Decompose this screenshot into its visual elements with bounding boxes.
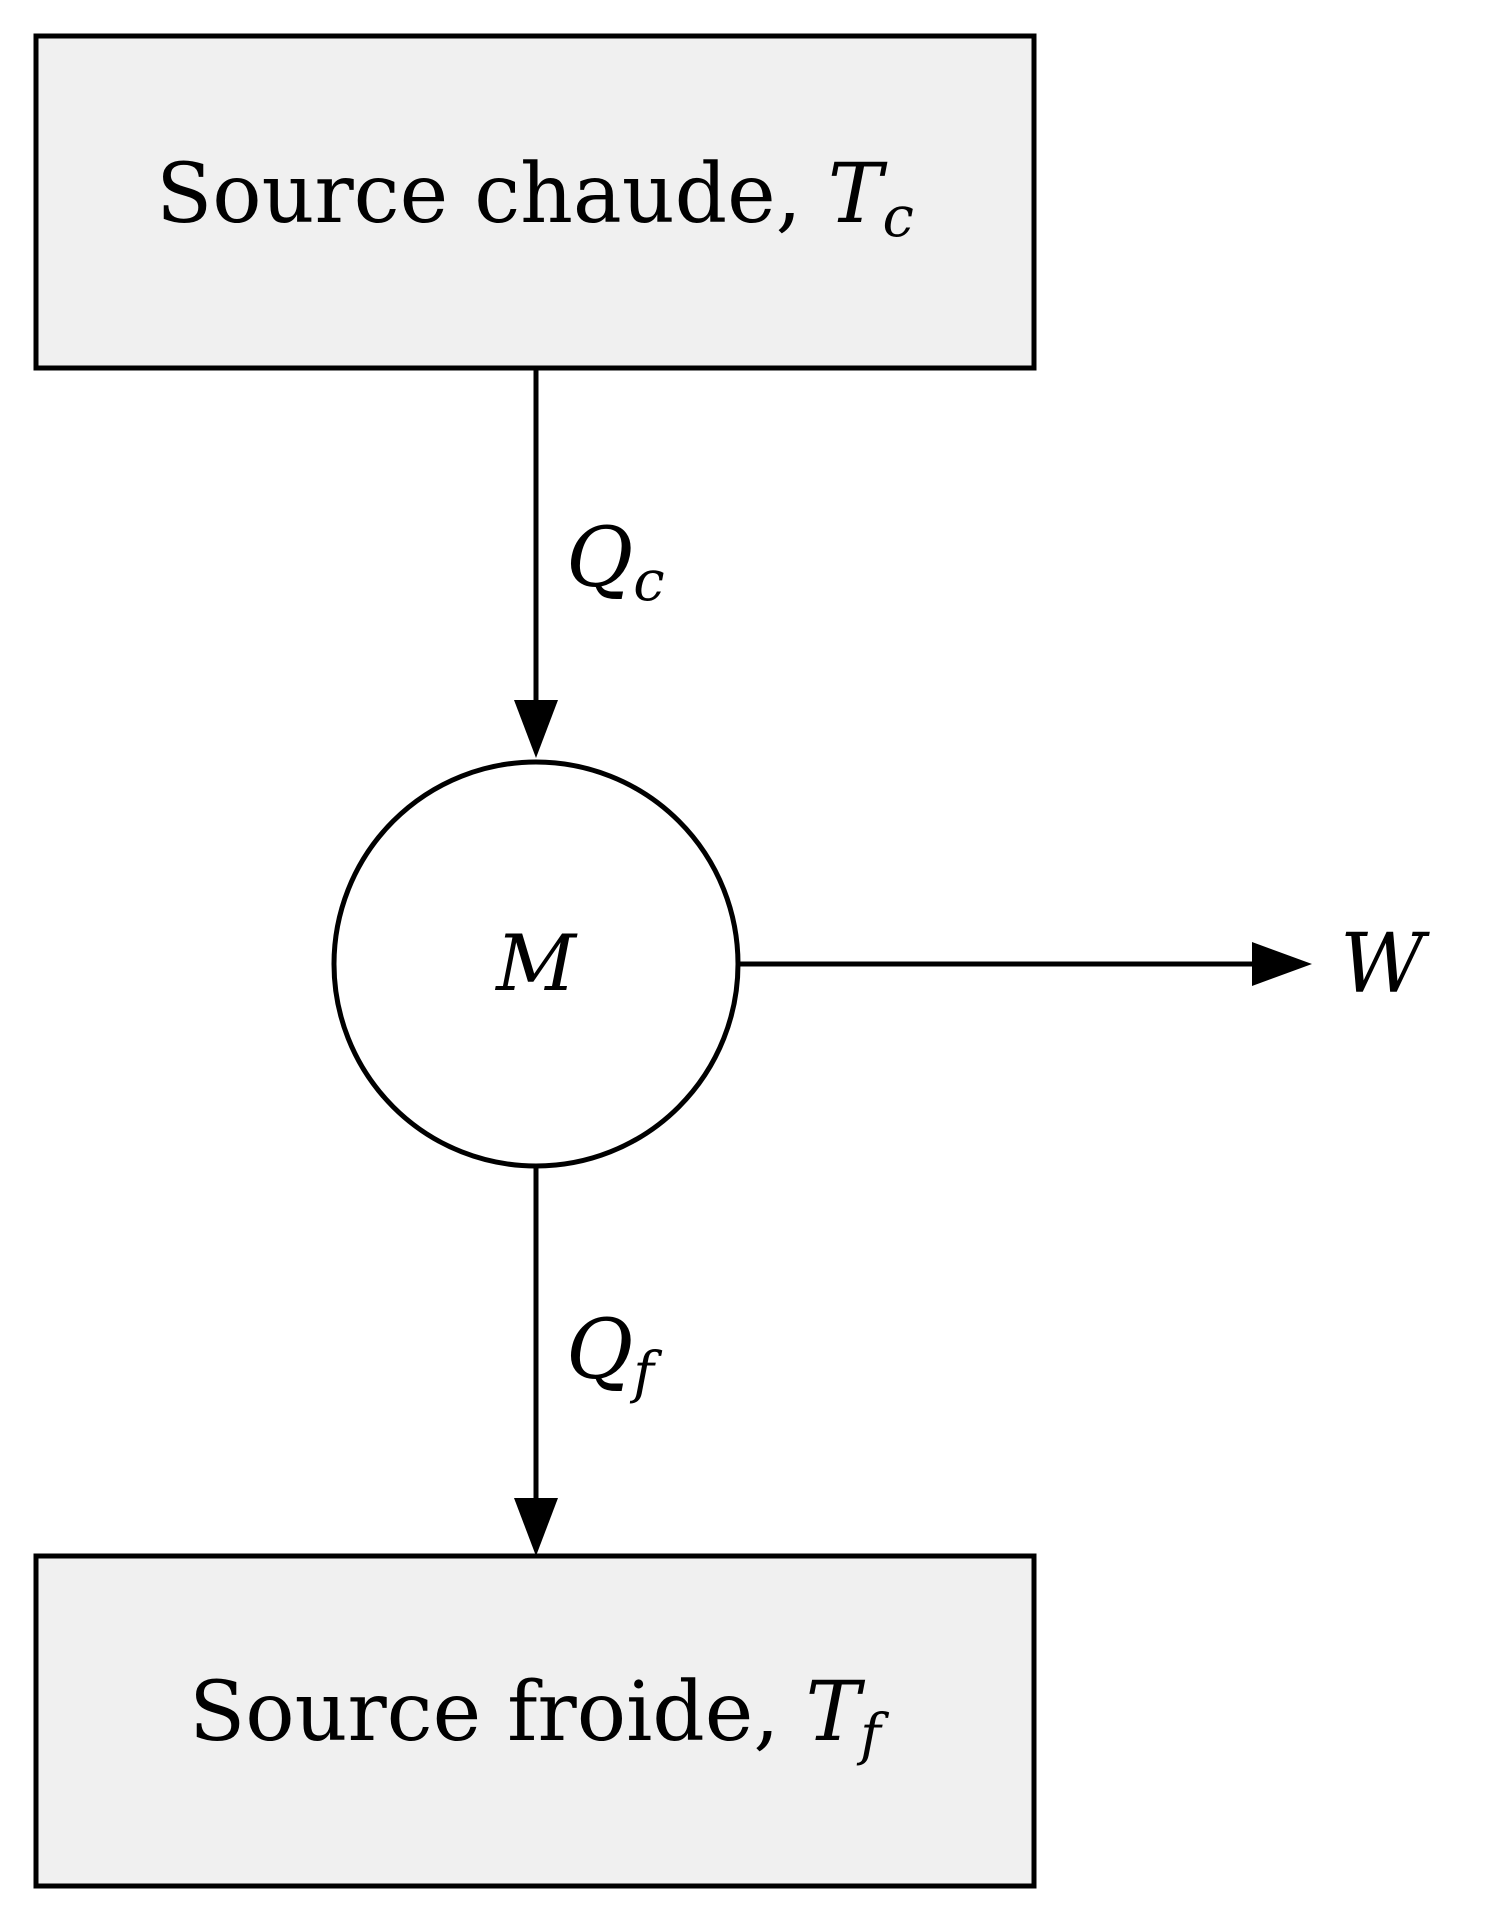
hot-source-subscript: c	[882, 185, 913, 250]
heat-out-subscript: f	[629, 1341, 663, 1406]
heat-in-subscript: c	[633, 549, 664, 614]
heat-in-arrowhead	[514, 700, 558, 758]
work-arrow	[738, 942, 1312, 986]
hot-source-box: Source chaude, Tc	[33, 33, 1037, 371]
heat-in-symbol: Q	[566, 511, 633, 606]
cold-source-rect	[33, 1553, 1037, 1889]
cold-source-text: Source froide,	[189, 1665, 805, 1760]
work-arrowhead	[1252, 942, 1312, 986]
heat-out-arrow	[514, 1166, 558, 1556]
heat-out-symbol: Q	[566, 1303, 633, 1398]
heat-in-label: Qc	[566, 511, 665, 614]
hot-source-symbol: T	[828, 147, 888, 242]
hot-source-rect	[33, 33, 1037, 371]
engine-label: M	[494, 919, 578, 1009]
hot-source-label: Source chaude, Tc	[156, 147, 914, 250]
heat-out-label: Qf	[566, 1303, 663, 1406]
cold-source-box: Source froide, Tf	[33, 1553, 1037, 1889]
heat-in-arrow	[514, 368, 558, 758]
cold-source-symbol: T	[805, 1665, 865, 1760]
heat-out-arrowhead	[514, 1498, 558, 1556]
hot-source-text: Source chaude,	[156, 147, 828, 242]
cold-source-label: Source froide, Tf	[189, 1665, 890, 1768]
work-label: W	[1340, 917, 1430, 1012]
engine-node: M	[331, 759, 741, 1169]
